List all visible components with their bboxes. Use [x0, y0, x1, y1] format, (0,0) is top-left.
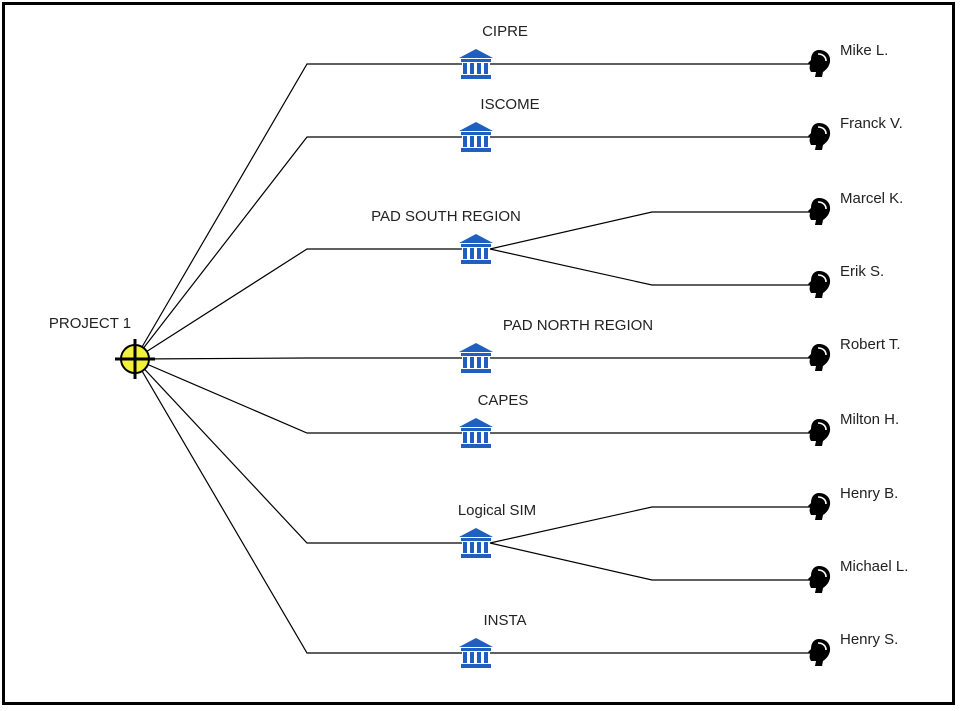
project-institution-line: [134, 136, 462, 360]
institution-branch: [134, 358, 818, 654]
institution-label: CAPES: [478, 392, 529, 409]
person-label[interactable]: Mike L.: [840, 42, 888, 59]
institution-node[interactable]: ISCOME: [480, 96, 539, 113]
crosshair-target-icon: [115, 339, 155, 379]
institution-branch: [134, 211, 818, 360]
institution-person-line: [489, 542, 818, 581]
institution-label: Logical SIM: [458, 502, 536, 519]
institution-node[interactable]: CIPRE: [482, 23, 528, 40]
person-head-icon[interactable]: [808, 344, 831, 371]
project-institution-line: [134, 358, 462, 544]
project-label: PROJECT 1: [49, 315, 131, 332]
institution-branch: [134, 63, 818, 360]
person-label[interactable]: Henry S.: [840, 631, 898, 648]
person-label[interactable]: Milton H.: [840, 411, 899, 428]
institution-branch: [134, 358, 818, 581]
person-label[interactable]: Robert T.: [840, 336, 901, 353]
institution-node[interactable]: INSTA: [483, 612, 526, 629]
project-institution-line: [134, 358, 462, 434]
project-institution-line: [134, 358, 462, 654]
person-head-icon[interactable]: [808, 493, 831, 520]
institution-branch: [134, 136, 818, 360]
person-label[interactable]: Erik S.: [840, 263, 884, 280]
institution-label: ISCOME: [480, 96, 539, 113]
institution-building-icon[interactable]: [459, 343, 493, 373]
institution-label: PAD SOUTH REGION: [371, 208, 521, 225]
institution-person-line: [489, 248, 818, 286]
institution-building-icon[interactable]: [459, 122, 493, 152]
person-head-icon[interactable]: [808, 50, 831, 77]
institution-building-icon[interactable]: [459, 418, 493, 448]
nodes: PROJECT 1 CIPRE Mike L. ISCOME Franck V. PAD …: [49, 23, 908, 668]
institution-node[interactable]: Logical SIM: [458, 502, 536, 519]
institution-label: INSTA: [483, 612, 526, 629]
person-head-icon[interactable]: [808, 639, 831, 666]
institution-building-icon[interactable]: [459, 528, 493, 558]
diagram-frame: [2, 2, 955, 705]
project-node[interactable]: PROJECT 1: [49, 315, 155, 379]
institution-branch: [134, 357, 818, 360]
institution-branch: [134, 358, 818, 434]
institution-person-line: [489, 506, 818, 544]
institution-node[interactable]: PAD SOUTH REGION: [371, 208, 521, 225]
institution-label: CIPRE: [482, 23, 528, 40]
institution-building-icon[interactable]: [459, 49, 493, 79]
person-head-icon[interactable]: [808, 271, 831, 298]
institution-node[interactable]: PAD NORTH REGION: [503, 317, 653, 334]
person-head-icon[interactable]: [808, 198, 831, 225]
person-head-icon[interactable]: [808, 419, 831, 446]
institution-building-icon[interactable]: [459, 234, 493, 264]
institution-node[interactable]: CAPES: [478, 392, 529, 409]
project-institution-line: [134, 357, 462, 360]
institution-label: PAD NORTH REGION: [503, 317, 653, 334]
person-head-icon[interactable]: [808, 123, 831, 150]
person-label[interactable]: Michael L.: [840, 558, 908, 575]
project-institution-line: [134, 248, 462, 360]
institution-person-line: [489, 211, 818, 250]
person-label[interactable]: Marcel K.: [840, 190, 903, 207]
person-label[interactable]: Henry B.: [840, 485, 898, 502]
person-head-icon[interactable]: [808, 566, 831, 593]
connector-lines: [134, 63, 818, 654]
project-institution-line: [134, 63, 462, 360]
institution-building-icon[interactable]: [459, 638, 493, 668]
person-label[interactable]: Franck V.: [840, 115, 903, 132]
